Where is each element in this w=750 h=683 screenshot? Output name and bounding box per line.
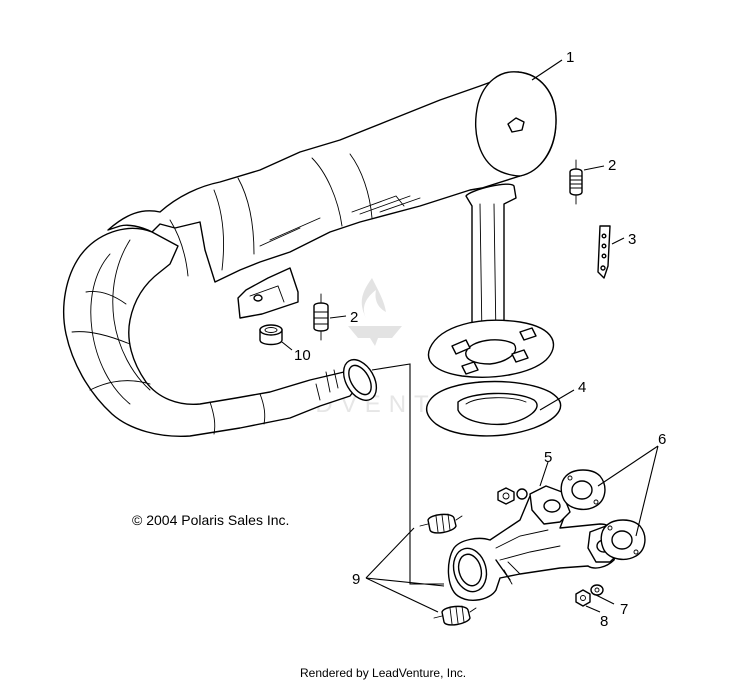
watermark-logo: [348, 278, 402, 346]
callout-7: 7: [620, 601, 628, 618]
callout-1: 1: [566, 49, 574, 66]
callout-5: 5: [544, 449, 552, 466]
callout-8: 8: [600, 613, 608, 630]
gasket-lower: [600, 519, 646, 561]
bracket-part: [597, 225, 611, 279]
grommet-part: [259, 324, 283, 346]
spring-middle: [313, 293, 329, 341]
callout-3: 3: [628, 231, 636, 248]
muffler-assembly: [63, 71, 557, 438]
callout-4: 4: [578, 379, 586, 396]
nut-part: [575, 589, 591, 607]
spring-9-lower: [433, 605, 477, 626]
spring-upper: [569, 159, 583, 205]
copyright-text: © 2004 Polaris Sales Inc.: [132, 512, 289, 528]
leader-lines: [281, 59, 659, 613]
callout-9: 9: [352, 571, 360, 588]
footer-text: Rendered by LeadVenture, Inc.: [300, 666, 466, 680]
callout-2-upper: 2: [608, 157, 616, 174]
callout-10: 10: [294, 347, 311, 364]
callout-6: 6: [658, 431, 666, 448]
nut-upper: [497, 487, 528, 505]
callout-2-middle: 2: [350, 309, 358, 326]
gasket-ring: [425, 380, 562, 437]
spring-9-upper: [419, 513, 463, 534]
washer-part: [590, 584, 604, 596]
gasket-upper: [560, 469, 606, 511]
